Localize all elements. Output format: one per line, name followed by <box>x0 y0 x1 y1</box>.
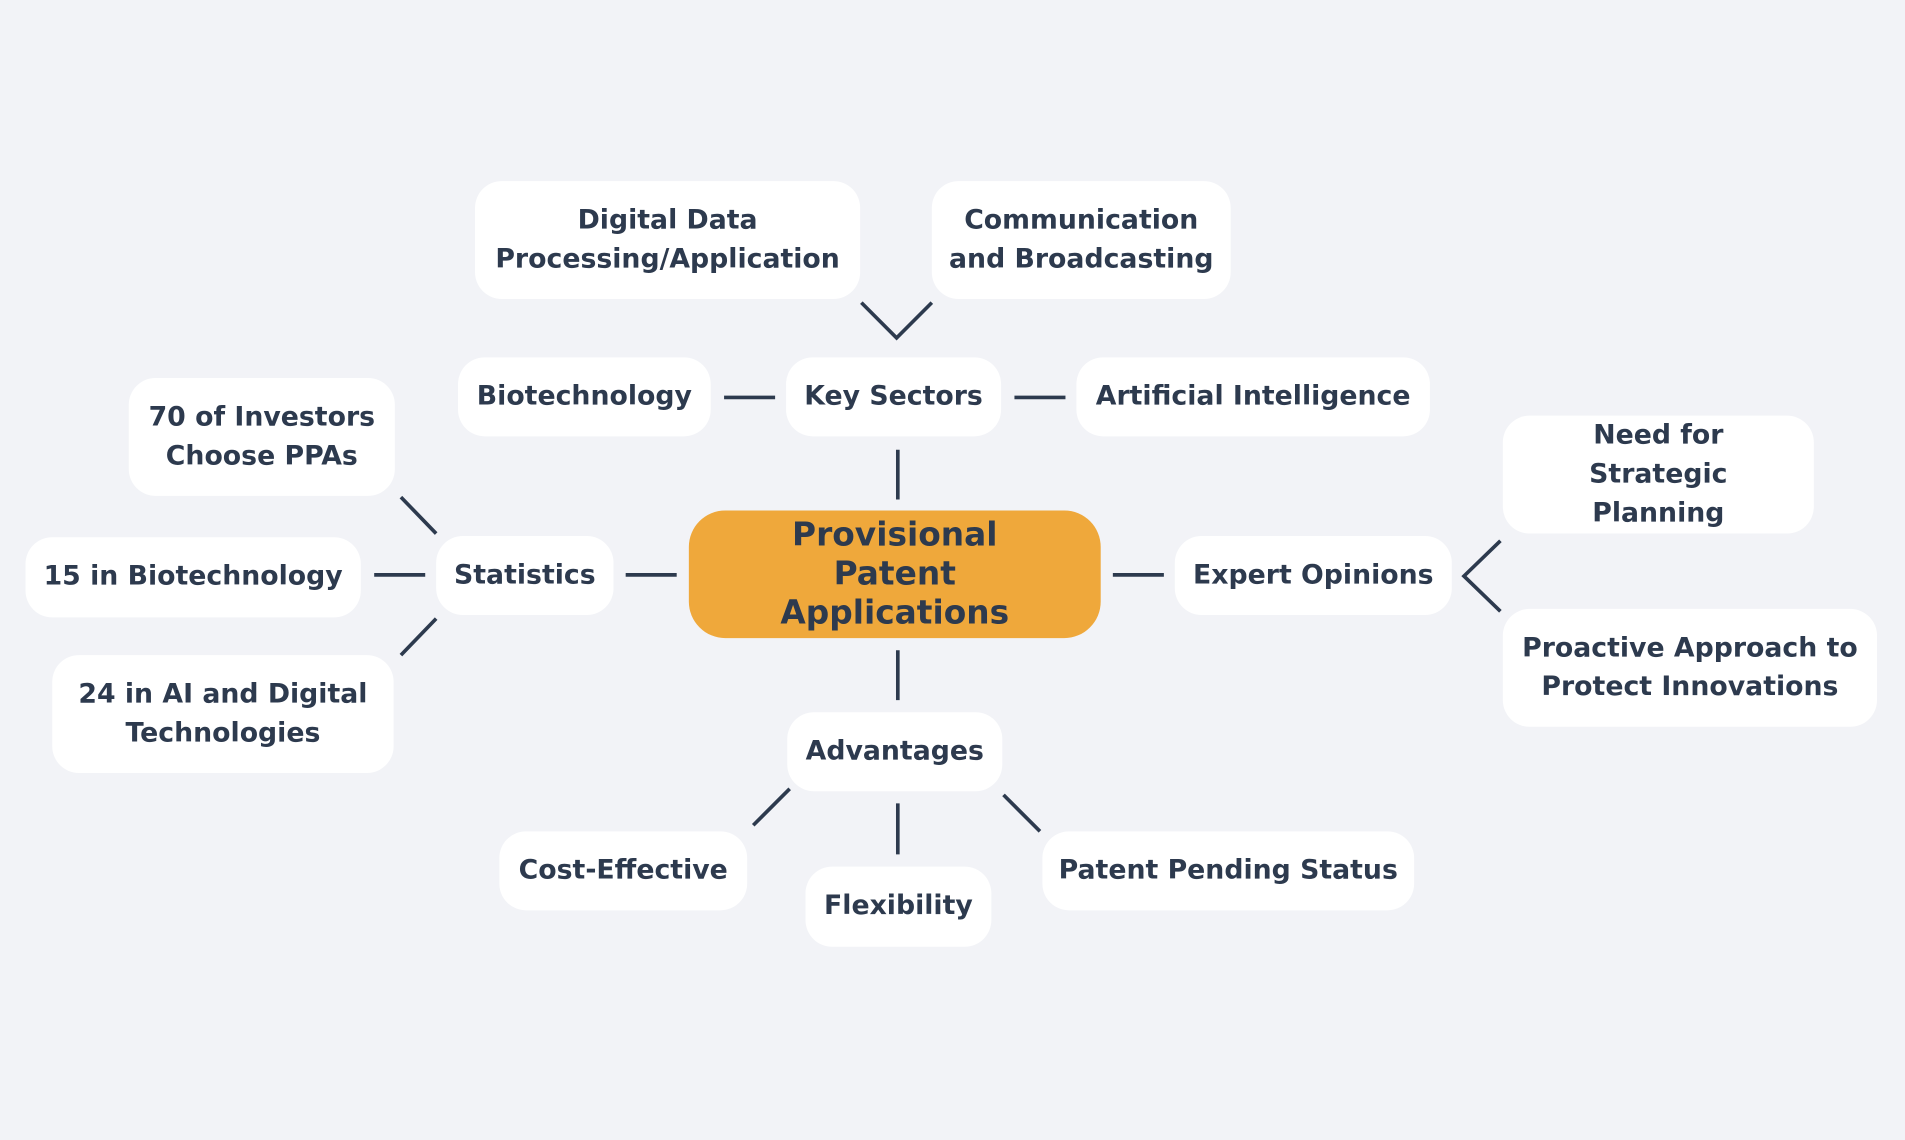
leaf-label: 70 of Investors Choose PPAs <box>148 401 376 471</box>
connector <box>399 617 438 657</box>
branch-label: Advantages <box>805 735 984 767</box>
branch-label: Expert Opinions <box>1193 559 1434 591</box>
leaf-label: Flexibility <box>824 890 973 922</box>
leaf-label: Communication and Broadcasting <box>949 204 1214 275</box>
leaf-label: Biotechnology <box>476 381 692 412</box>
leaf-label: 24 in AI and Digital Technologies <box>78 678 368 749</box>
leaf-patent-pending[interactable]: Patent Pending Status <box>1042 831 1415 911</box>
branch-statistics[interactable]: Statistics <box>436 535 614 615</box>
leaf-biotechnology[interactable]: Biotechnology <box>458 357 711 437</box>
branch-expert-opinions[interactable]: Expert Opinions <box>1174 535 1452 615</box>
leaf-label: Patent Pending Status <box>1058 855 1398 886</box>
leaf-proactive-approach[interactable]: Proactive Approach to Protect Innovation… <box>1502 608 1878 727</box>
leaf-label: Digital Data Processing/Application <box>495 204 840 275</box>
branch-key-sectors[interactable]: Key Sectors <box>786 357 1002 437</box>
connector <box>1461 539 1502 613</box>
leaf-flexibility[interactable]: Flexibility <box>805 866 992 947</box>
leaf-label: Proactive Approach to Protect Innovation… <box>1522 632 1858 702</box>
connector <box>399 495 438 535</box>
leaf-label: Artificial Intelligence <box>1095 381 1411 412</box>
connector <box>860 301 934 341</box>
branch-label: Key Sectors <box>804 381 983 412</box>
leaf-investors[interactable]: 70 of Investors Choose PPAs <box>128 377 395 496</box>
leaf-communication[interactable]: Communication and Broadcasting <box>931 181 1231 299</box>
connector <box>751 787 791 827</box>
leaf-artificial-intelligence[interactable]: Artificial Intelligence <box>1076 357 1430 437</box>
leaf-label: Need for Strategic Planning <box>1589 419 1728 529</box>
leaf-cost-effective[interactable]: Cost-Effective <box>499 831 748 911</box>
central-topic[interactable]: Provisional Patent Applications <box>688 510 1101 639</box>
branch-label: Statistics <box>454 559 596 591</box>
leaf-label: 15 in Biotechnology <box>43 561 343 592</box>
leaf-label: Cost-Effective <box>518 855 728 886</box>
central-topic-label: Provisional Patent Applications <box>780 515 1010 632</box>
leaf-15-biotech[interactable]: 15 in Biotechnology <box>25 537 361 618</box>
connector <box>1002 793 1042 833</box>
leaf-digital-data[interactable]: Digital Data Processing/Application <box>475 181 861 299</box>
leaf-24-ai[interactable]: 24 in AI and Digital Technologies <box>52 655 394 773</box>
leaf-strategic-planning[interactable]: Need for Strategic Planning <box>1502 415 1814 534</box>
branch-advantages[interactable]: Advantages <box>787 712 1003 792</box>
